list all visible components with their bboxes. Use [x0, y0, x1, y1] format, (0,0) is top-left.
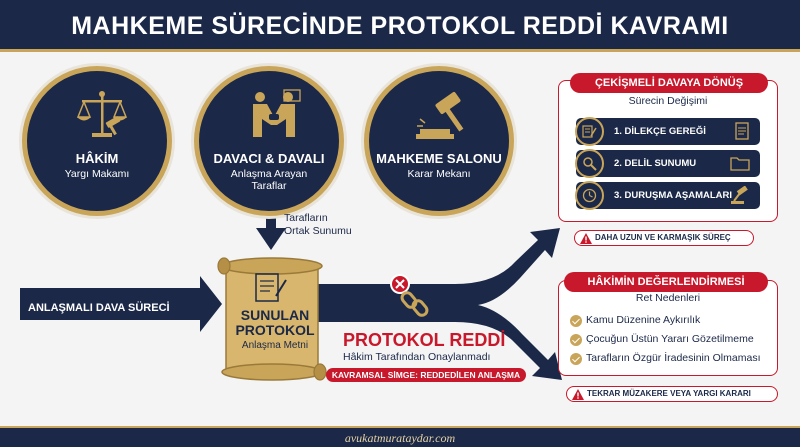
handshake-icon — [253, 89, 301, 137]
evaluation-subtitle: Ret Nedenleri — [635, 292, 701, 304]
contested-title: ÇEKİŞMELİ DAVAYA DÖNÜŞ — [570, 73, 768, 93]
footer: avukatmurataydar.com — [0, 426, 800, 447]
reason-text: Çocuğun Üstün Yararı Gözetilmeme — [586, 333, 754, 345]
evaluation-title: HÂKİMİN DEĞERLENDİRMESİ — [564, 272, 768, 292]
step-petition-label: 1. DİLEKÇE GEREĞİ — [614, 126, 706, 137]
check-icon — [570, 315, 582, 327]
symbol-badge: KAVRAMSAL SİMGE: REDDEDİLEN ANLAŞMA — [326, 368, 526, 382]
step-evidence-label: 2. DELİL SUNUMU — [614, 158, 697, 169]
step-ring — [575, 181, 604, 210]
check-icon — [570, 353, 582, 365]
courtroom-circle: MAHKEME SALONU Karar Mekanı — [364, 66, 514, 216]
judge-title: HÂKİM — [75, 151, 119, 166]
rejection-trunk — [318, 228, 562, 380]
step-ring — [575, 149, 604, 178]
warning-icon — [572, 389, 584, 400]
judge-circle: HÂKİM Yargı Makamı — [22, 66, 172, 216]
evaluation-warning-text: TEKRAR MÜZAKERE VEYA YARGI KARARI — [587, 389, 751, 398]
judge-subtitle: Yargı Makamı — [64, 168, 130, 180]
step-ring — [575, 117, 604, 146]
rejection-title: PROTOKOL REDDİ — [343, 330, 506, 350]
courtroom-title: MAHKEME SALONU — [376, 151, 502, 166]
clock-icon — [582, 188, 597, 203]
page-title: MAHKEME SÜRECİNDE PROTOKOL REDDİ KAVRAMI — [71, 12, 729, 40]
step-petition: 1. DİLEKÇE GEREĞİ — [575, 117, 760, 146]
gavel-icon — [731, 186, 748, 204]
evaluation-warning: TEKRAR MÜZAKERE VEYA YARGI KARARI — [566, 386, 778, 402]
down-arrow-shaft — [266, 205, 276, 230]
parties-circle: DAVACI & DAVALI Anlaşma Arayan Taraflar — [194, 66, 344, 216]
joint-submission-label: Tarafların Ortak Sunumu — [284, 212, 354, 238]
input-arrow-label: ANLAŞMALI DAVA SÜRECİ — [28, 302, 170, 314]
input-arrow — [20, 276, 222, 332]
protocol-scroll — [217, 257, 327, 381]
step-evidence: 2. DELİL SUNUMU — [575, 149, 760, 178]
warning-icon — [580, 233, 592, 244]
contested-warning: DAHA UZUN VE KARMAŞIK SÜREÇ — [574, 230, 754, 246]
gavel-icon — [416, 91, 464, 139]
joint-submission-text: Tarafların Ortak Sunumu — [284, 212, 352, 237]
down-arrow-head — [256, 228, 286, 250]
folder-icon — [730, 157, 750, 171]
document-icon — [735, 122, 749, 140]
reason-text: Kamu Düzenine Aykırılık — [586, 314, 701, 326]
check-icon — [570, 334, 582, 346]
rejection-subtitle: Hâkim Tarafından Onaylanmadı — [343, 351, 491, 363]
reason-text: Tarafların Özgür İradesinin Olmaması — [586, 352, 761, 364]
evaluation-panel: Ret Nedenleri — [558, 280, 778, 376]
scroll-subtitle: Anlaşma Metni — [241, 340, 309, 351]
scroll-title: SUNULAN PROTOKOL — [235, 307, 315, 338]
scales-icon — [76, 91, 128, 137]
step-hearing-label: 3. DURUŞMA AŞAMALARI — [614, 190, 733, 201]
contested-warning-text: DAHA UZUN VE KARMAŞIK SÜREÇ — [595, 233, 731, 242]
pen-paper-icon — [582, 125, 597, 138]
step-hearing: 3. DURUŞMA AŞAMALARI — [575, 181, 760, 210]
courtroom-subtitle: Karar Mekanı — [407, 168, 471, 180]
parties-title: DAVACI & DAVALI — [213, 151, 325, 166]
header-banner: MAHKEME SÜRECİNDE PROTOKOL REDDİ KAVRAMI — [0, 0, 800, 52]
parties-subtitle: Anlaşma Arayan Taraflar — [230, 168, 308, 192]
footer-website: avukatmurataydar.com — [344, 431, 456, 445]
contested-subtitle: Sürecin Değişimi — [628, 95, 708, 107]
broken-chain-icon — [390, 274, 429, 317]
magnifier-icon — [583, 157, 597, 171]
